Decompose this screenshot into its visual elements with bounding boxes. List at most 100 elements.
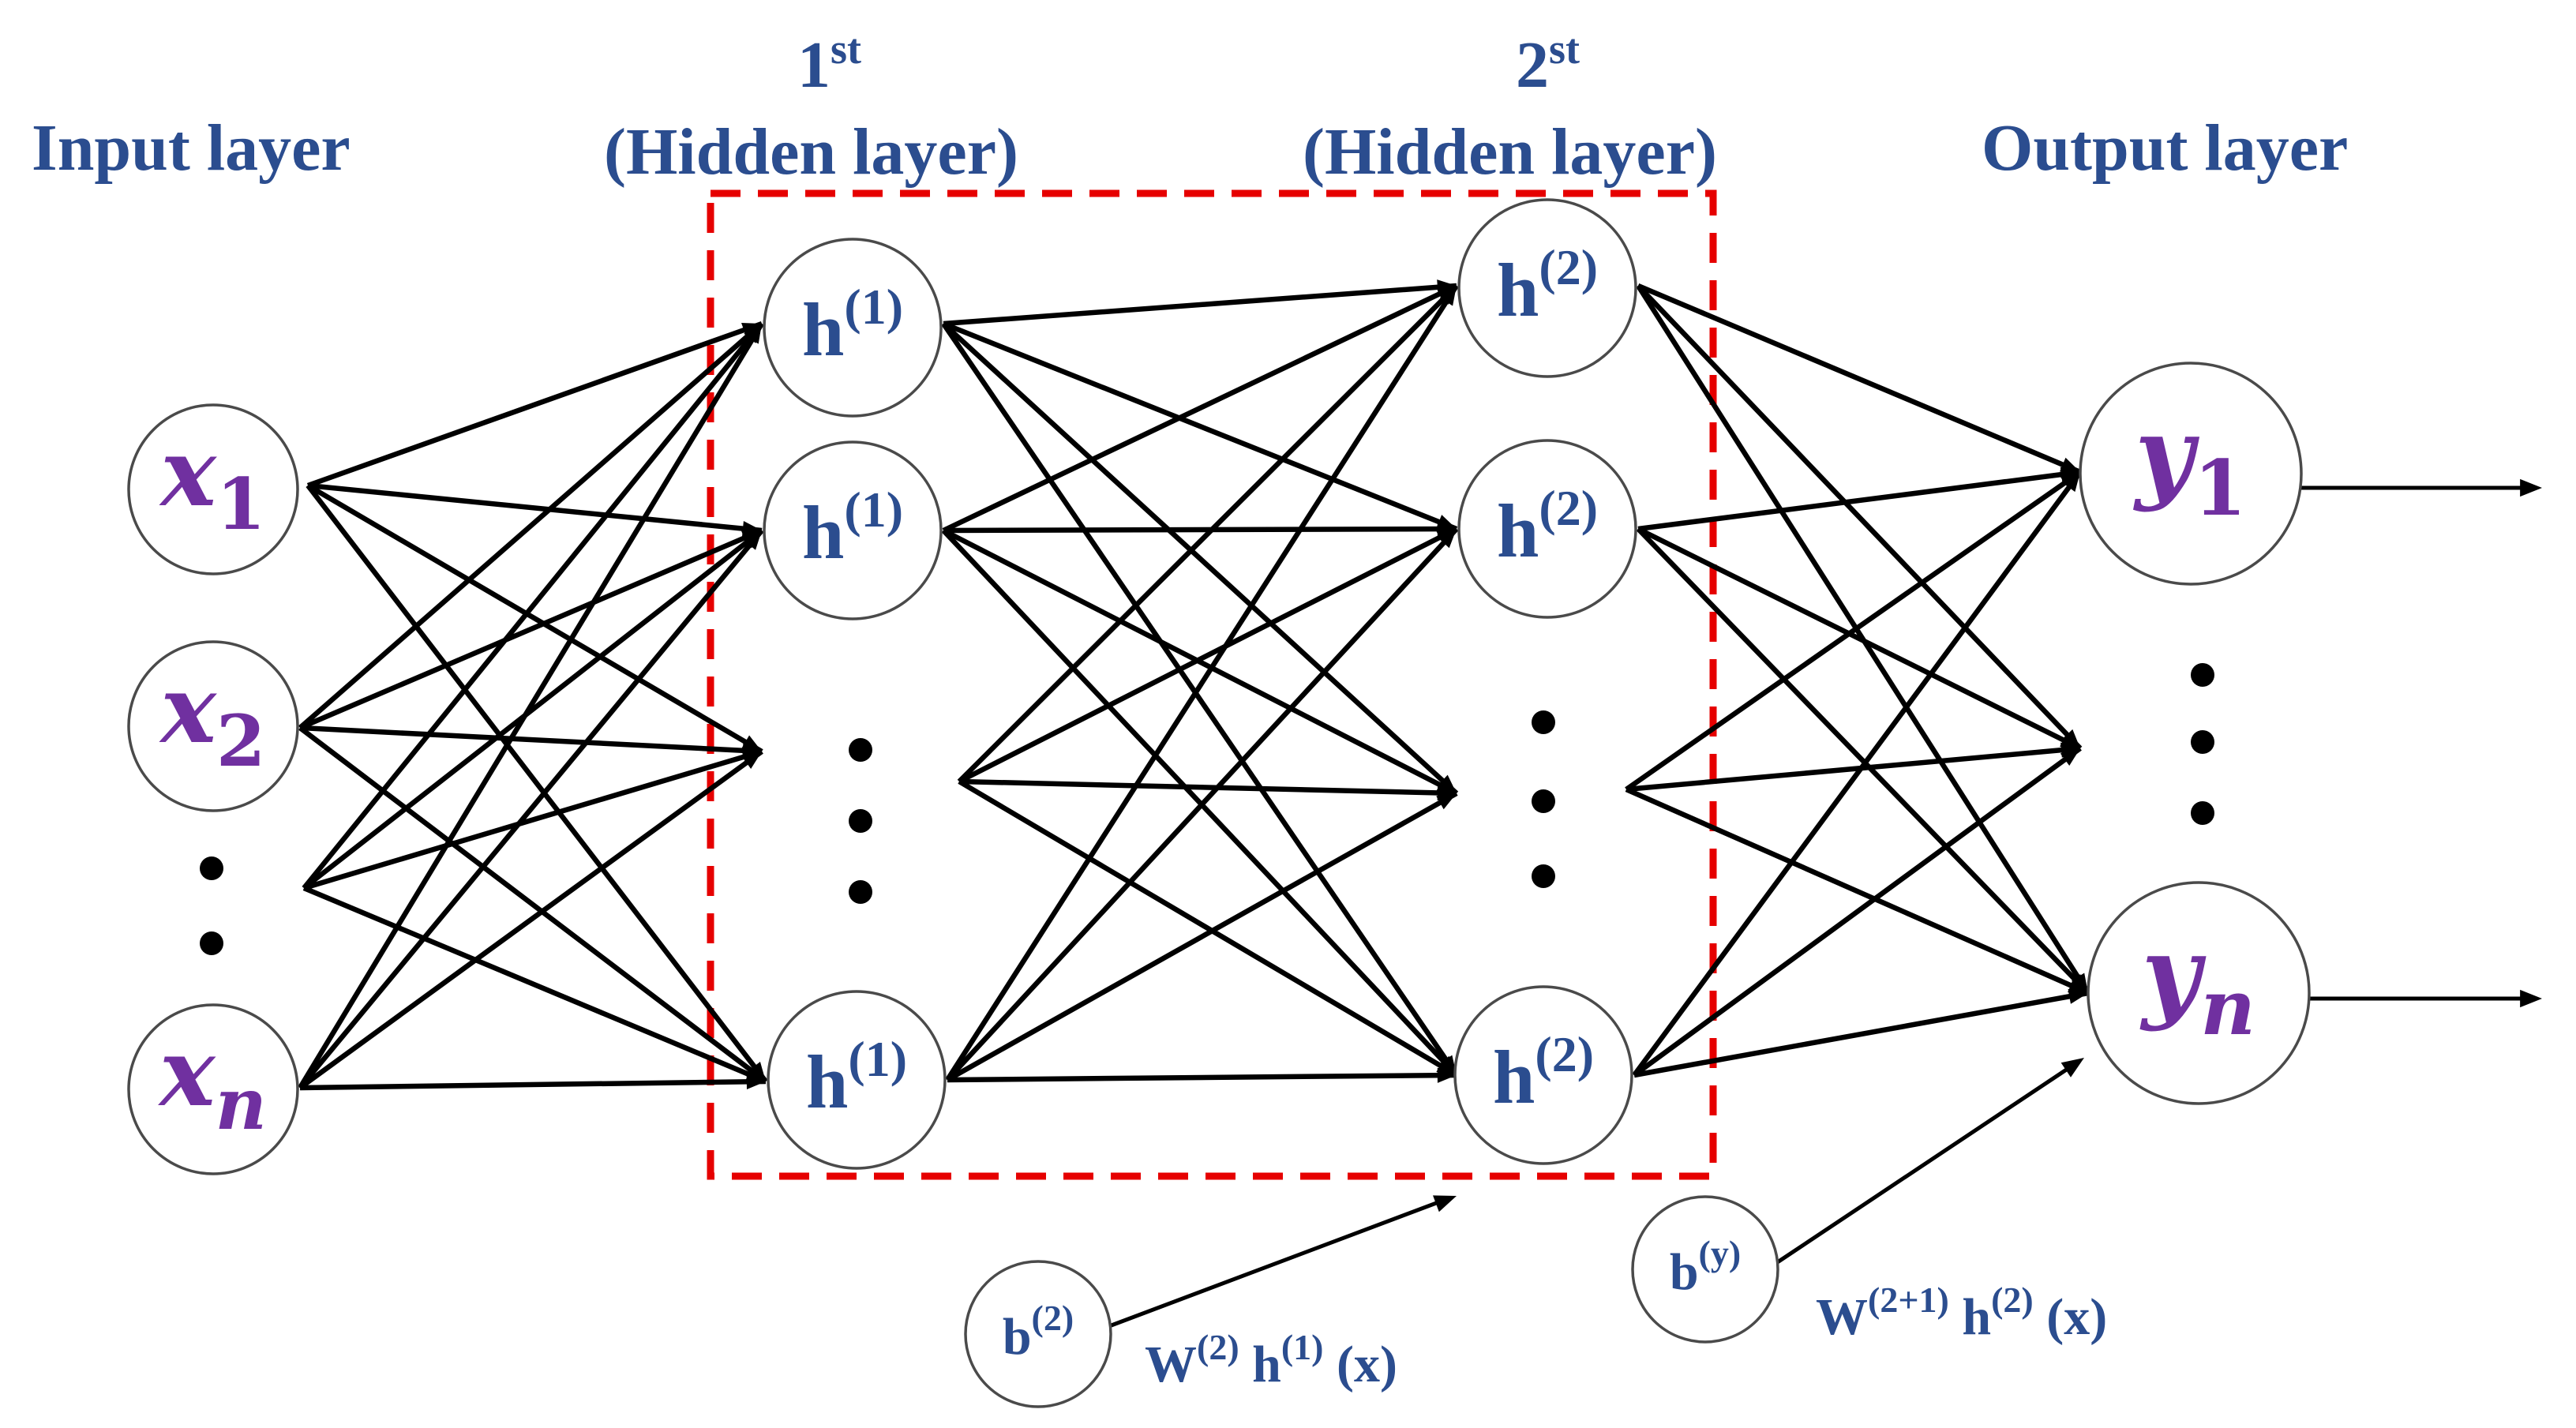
edge-arrowhead xyxy=(2060,748,2080,766)
output-node-circle xyxy=(2079,362,2303,586)
formula-h: h xyxy=(1239,1336,1281,1393)
edge-input-hidden1 xyxy=(298,725,767,1084)
arrows-group xyxy=(1108,478,2542,1329)
hidden-sup: (2) xyxy=(1539,480,1598,536)
edge-input-hidden1 xyxy=(298,749,763,1090)
ellipsis-dot xyxy=(2191,663,2214,687)
output-base: y xyxy=(2132,395,2199,514)
input-node-x1: x1 xyxy=(127,403,299,575)
hidden-base: h xyxy=(806,1040,848,1124)
edge-hidden2-output xyxy=(1625,470,2082,792)
input-layer-label: Input layer xyxy=(32,111,351,185)
input-node-label: xn xyxy=(157,1018,267,1146)
edge-arrowhead xyxy=(744,530,762,550)
bias-node-label: b(2) xyxy=(1003,1298,1074,1366)
output-base: y xyxy=(2139,915,2207,1033)
edge-arrowhead xyxy=(1439,286,1457,306)
edge-hidden2-output xyxy=(1637,283,2082,474)
hidden1-ordinal-number: 1 xyxy=(797,28,831,102)
hidden-base: h xyxy=(802,287,844,372)
bias-arrowhead xyxy=(1433,1195,1457,1212)
hidden-sup: (2) xyxy=(1535,1026,1594,1082)
hidden1-title: (Hidden layer) xyxy=(604,115,1018,189)
output-node-label: y1 xyxy=(2132,395,2246,533)
edge-hidden1-hidden2 xyxy=(942,320,1458,532)
edge-hidden1-hidden2 xyxy=(943,526,1457,534)
edge-hidden1-hidden2 xyxy=(945,527,1459,1082)
formula-h-sup: (2) xyxy=(1991,1280,2034,1320)
edge-arrowhead xyxy=(1436,793,1457,810)
bias-base: b xyxy=(1670,1243,1699,1301)
output-node-y1: y1 xyxy=(2079,362,2303,586)
hidden-sup: (1) xyxy=(844,482,903,538)
edge-hidden1-hidden2 xyxy=(941,321,1459,796)
ellipsis-dot xyxy=(1532,789,1555,813)
input-base: x xyxy=(159,654,218,764)
hidden1-node-1: h(1) xyxy=(763,238,943,418)
hidden1-ordinal-sup: st xyxy=(831,25,861,73)
formula-h-sup: (1) xyxy=(1281,1327,1324,1367)
ellipsis-dot xyxy=(1532,710,1555,734)
input-node-circle xyxy=(127,1003,299,1175)
hidden-sup: (1) xyxy=(848,1031,907,1087)
edge-hidden1-hidden2 xyxy=(946,791,1458,1082)
edge-input-hidden1 xyxy=(307,482,763,534)
hidden1-node-n: h(1) xyxy=(767,990,947,1170)
edge-input-hidden1 xyxy=(302,321,764,890)
hidden-base: h xyxy=(802,490,844,575)
hidden2-node-label: h(2) xyxy=(1497,480,1598,573)
hidden-sup: (1) xyxy=(844,279,903,335)
hidden2-ordinal: 2st xyxy=(1516,25,1580,102)
output-arrowhead xyxy=(2520,989,2542,1008)
edge-hidden2-output xyxy=(1633,746,2082,1078)
input-base: x xyxy=(159,418,218,527)
ellipsis-dot xyxy=(200,931,223,955)
edge-arrowhead xyxy=(2062,472,2080,493)
edge-hidden1-hidden2 xyxy=(957,283,1459,784)
edge-hidden1-hidden2 xyxy=(958,527,1458,784)
formula-w-sup: (2+1) xyxy=(1868,1280,1949,1320)
edge-hidden2-output xyxy=(1633,990,2089,1078)
formula-w-sup: (2) xyxy=(1197,1327,1239,1367)
hidden-sup: (2) xyxy=(1539,239,1598,295)
bias-arrow-output xyxy=(1775,1063,2074,1265)
input-node-label: x1 xyxy=(159,418,266,546)
hidden2-node-n: h(2) xyxy=(1453,985,1633,1165)
ellipsis-dot xyxy=(849,809,872,833)
bias-node-circle xyxy=(964,1260,1112,1408)
hidden1-node-label: h(1) xyxy=(802,279,903,372)
hidden2-node-circle xyxy=(1457,198,1637,378)
hidden2-node-label: h(2) xyxy=(1493,1026,1594,1119)
edge-input-hidden1 xyxy=(303,748,763,891)
hidden2-ordinal-sup: st xyxy=(1549,25,1580,73)
edge-arrowhead xyxy=(2068,978,2088,993)
formula-w: W xyxy=(1145,1336,1197,1393)
edge-hidden1-hidden2 xyxy=(941,322,1459,1077)
edge-hidden1-hidden2 xyxy=(943,283,1457,327)
hidden2-title: (Hidden layer) xyxy=(1303,115,1717,189)
output-layer-label: Output layer xyxy=(1982,111,2348,185)
hidden1-ordinal: 1st xyxy=(797,25,861,102)
edge-hidden2-output xyxy=(1637,469,2081,532)
output-node-circle xyxy=(2087,881,2311,1105)
hidden1-node-circle xyxy=(767,990,947,1170)
edge-hidden2-output xyxy=(1636,527,2090,995)
hidden2-node-1: h(2) xyxy=(1457,198,1637,378)
hidden-layers-dashed-box xyxy=(707,189,1717,1180)
edge-hidden1-hidden2 xyxy=(947,1072,1457,1083)
ellipsis-dot xyxy=(1532,864,1555,888)
edge-input-hidden1 xyxy=(299,725,763,755)
input-sub: n xyxy=(215,1063,266,1146)
connection-edges xyxy=(298,279,2090,1091)
edge-input-hidden1 xyxy=(306,484,768,1083)
hidden1-node-circle xyxy=(763,440,943,620)
edge-hidden2-output xyxy=(1636,283,2083,751)
edge-input-hidden1 xyxy=(306,320,763,489)
edge-hidden2-output xyxy=(1625,787,2090,995)
formula-tail: (x) xyxy=(2034,1288,2107,1346)
hidden-base: h xyxy=(1497,489,1539,573)
edge-arrowhead xyxy=(741,751,762,770)
ellipsis-dot xyxy=(849,880,872,904)
bias-arrowhead xyxy=(2060,1058,2084,1078)
